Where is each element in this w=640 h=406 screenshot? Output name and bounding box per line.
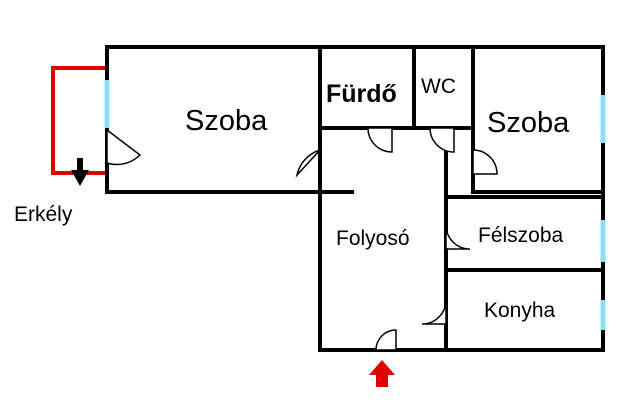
door-left-room [295,148,323,178]
label-erkely: Erkély [14,203,73,226]
room-label-konyha: Konyha [484,299,556,322]
doors [106,127,498,351]
room-label-felszoba: Félszoba [478,224,564,247]
walls [105,45,605,352]
room-label-wc: WC [421,75,456,98]
room-label-folyoso: Folyosó [336,227,410,250]
door-right-room [472,149,498,175]
door-entrance [375,329,397,351]
door-balcony [106,128,142,166]
door-wc [429,127,455,153]
entrance-arrow-icon [369,360,395,387]
door-furdo [367,127,393,153]
room-label-szoba-left: Szoba [185,105,268,137]
balcony-outline [51,66,109,175]
room-label-furdo: Fürdő [326,80,397,108]
door-felszoba [445,224,471,250]
room-label-szoba-right: Szoba [487,107,570,139]
door-konyha [421,299,447,325]
balcony-arrow-icon [71,158,89,186]
windows [104,80,606,330]
